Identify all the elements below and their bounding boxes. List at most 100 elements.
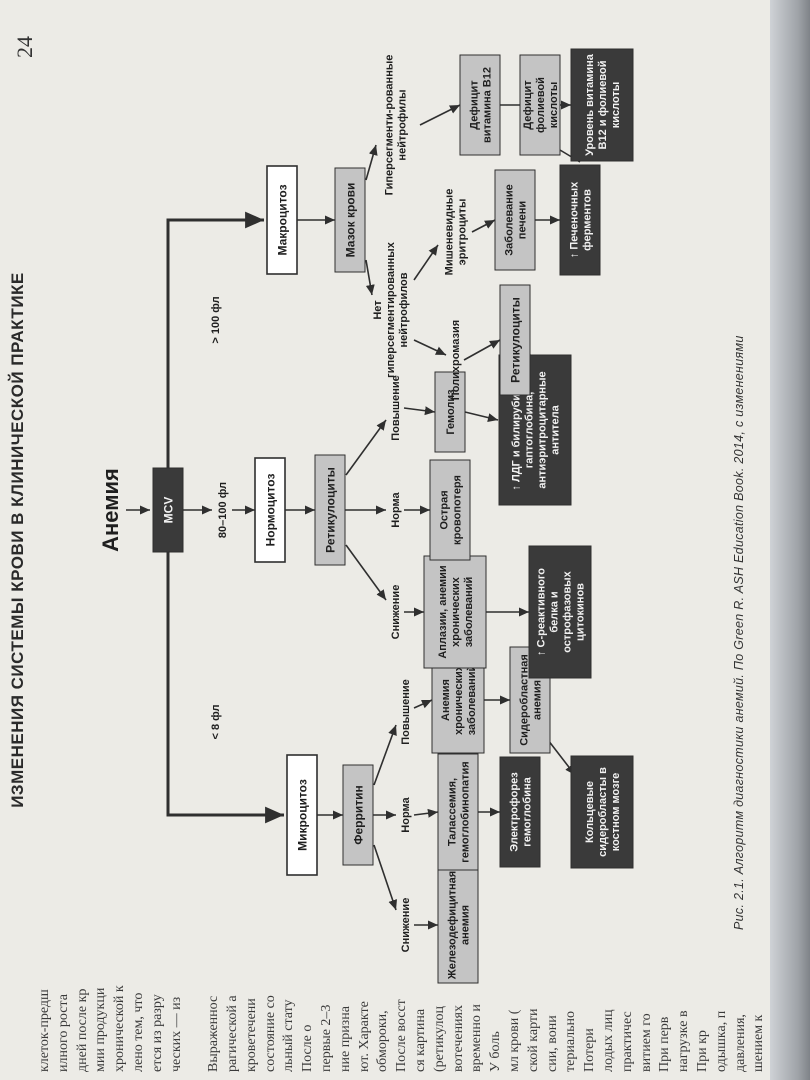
node-norm1: Норма: [400, 796, 412, 832]
node-no-hyperseg: Нетгиперсегментированныхнейтрофилов: [372, 241, 410, 378]
node-box: [314, 454, 346, 566]
edge-retic-increase: [345, 419, 387, 476]
node-increase1: Повышение: [400, 679, 412, 745]
node-box: [437, 753, 479, 871]
diagram-title: Анемия: [98, 468, 123, 552]
node-polychromasia: Полихромазия: [450, 320, 462, 400]
node-label: Микроцитоз: [295, 779, 309, 851]
edge-increase-chronic: [413, 699, 433, 709]
node-acute-blood-loss: Остраякровопотеря: [429, 459, 471, 561]
node-reticulocytes1: Ретикулоциты: [314, 454, 346, 566]
node-normocytosis: Нормоцитоз: [254, 457, 286, 563]
node-smear: Мазок крови: [334, 167, 366, 273]
node-liver-enzymes: ↑ Печеночныхферментов: [559, 164, 601, 276]
node-label: Уровень витаминаB12 и фолиевойкислоты: [584, 53, 622, 156]
node-label: Талассемия,гемоглобинопатия: [446, 761, 471, 862]
node-label: Кольцевыесидеробласты вкостном мозге: [584, 767, 622, 857]
node-label: Снижение: [390, 585, 402, 640]
node-box: [434, 371, 466, 453]
node-aplasia: Аплазии, анемиихроническихзаболеваний: [423, 555, 487, 669]
node-box: [429, 459, 471, 561]
node-label: Остраякровопотеря: [438, 475, 463, 545]
node-label: Ретикулоциты: [508, 297, 522, 383]
book-page: ИЗМЕНЕНИЯ СИСТЕМЫ КРОВИ В КЛИНИЧЕСКОЙ ПР…: [0, 0, 770, 1080]
node-label: Нетгиперсегментированныхнейтрофилов: [372, 241, 410, 378]
node-label: ↑ Печеночныхферментов: [568, 181, 593, 258]
node-liver: Заболеваниепечени: [494, 169, 536, 271]
node-label: Повышение: [400, 679, 412, 745]
figure-caption: Рис. 2.1. Алгоритм диагностики анемий. П…: [732, 335, 746, 930]
node-label: Сидеробластнаяанемия: [518, 654, 543, 746]
node-box: [286, 754, 318, 876]
node-norm2: Норма: [390, 491, 402, 527]
node-mid: 80–100 фл: [217, 482, 229, 538]
node-electrophoresis: Электрофорезгемоглобина: [499, 756, 541, 868]
node-label: Норма: [390, 491, 402, 527]
node-box: [559, 164, 601, 276]
node-hyperseg: Гиперсегменти-рованныенейтрофилы: [383, 55, 408, 196]
node-box: [494, 169, 536, 271]
node-label: Заболеваниепечени: [503, 184, 528, 255]
node-gt100: > 100 фл: [210, 296, 222, 343]
node-hemolysis: Гемолиз: [434, 371, 466, 453]
edge-norm-thal: [413, 808, 439, 818]
node-label: Гемолиз: [445, 389, 457, 435]
node-box: [459, 54, 501, 156]
node-decrease2: Снижение: [390, 585, 402, 640]
node-box: [528, 545, 592, 679]
node-label: Снижение: [400, 898, 412, 953]
node-label: Мазок крови: [343, 183, 357, 258]
edge-poly-retic: [463, 339, 501, 361]
node-levels: Уровень витаминаB12 и фолиевойкислоты: [570, 48, 634, 162]
node-box: [342, 764, 374, 866]
node-box: [499, 756, 541, 868]
node-box: [334, 167, 366, 273]
edge-hyper-b12: [419, 104, 461, 126]
edge-hemolysis-ldh: [464, 411, 499, 422]
node-label: < 8 фл: [210, 704, 222, 739]
node-label: Ретикулоциты: [323, 467, 337, 553]
node-label: Ферритин: [351, 785, 365, 844]
node-decrease1: Снижение: [400, 898, 412, 953]
node-label: Повышение: [390, 375, 402, 441]
edge-smear-hyper: [365, 144, 378, 181]
node-ringed: Кольцевыесидеробласты вкостном мозге: [570, 755, 634, 869]
node-chronic1: Анемияхроническихзаболеваний: [431, 646, 485, 754]
edge-ferritin-decrease: [373, 844, 398, 911]
page-edge-shadow: [770, 0, 810, 1080]
node-microcytosis: Микроцитоз: [286, 754, 318, 876]
node-b12: Дефицитвитамина B12: [459, 54, 501, 156]
node-target-cells: Мишеневидныеэритроциты: [443, 189, 468, 276]
edge-increase-hemolysis: [403, 406, 436, 416]
node-label: > 100 фл: [210, 296, 222, 343]
node-reticulocytes2: Ретикулоциты: [499, 284, 531, 396]
node-label: Макроцитоз: [275, 184, 289, 255]
node-label: Гиперсегменти-рованныенейтрофилы: [383, 55, 408, 196]
node-crp: ↑ С-реактивногобелка иострофазовыхцитоки…: [528, 545, 592, 679]
node-label: Электрофорезгемоглобина: [508, 772, 533, 852]
edge-target-liver: [471, 219, 496, 233]
node-label: Дефицитвитамина B12: [468, 67, 493, 143]
node-label: Норма: [400, 796, 412, 832]
edge-retic-decrease: [345, 544, 387, 601]
node-box: [570, 755, 634, 869]
node-label: Железодефицитнаяанемия: [446, 871, 471, 980]
node-label: Анемияхроническихзаболеваний: [440, 664, 478, 735]
node-thalassemia: Талассемия,гемоглобинопатия: [437, 753, 479, 871]
edge-ferritin-increase: [373, 724, 397, 786]
edge-mcv-macrocytosis: [166, 211, 264, 468]
node-box: [254, 457, 286, 563]
node-label: Мишеневидныеэритроциты: [443, 189, 468, 276]
node-box: [152, 467, 184, 553]
node-lt80: < 8 фл: [210, 704, 222, 739]
node-ida: Железодефицитнаяанемия: [437, 866, 479, 984]
node-box: [266, 165, 298, 275]
edge-mcv-microcytosis: [166, 552, 284, 824]
edge-smear-nohyper: [365, 259, 375, 296]
node-box: [570, 48, 634, 162]
node-ferritin: Ферритин: [342, 764, 374, 866]
node-label: Аплазии, анемиихроническихзаболеваний: [437, 565, 475, 658]
edge-nohyper-target: [413, 244, 439, 281]
